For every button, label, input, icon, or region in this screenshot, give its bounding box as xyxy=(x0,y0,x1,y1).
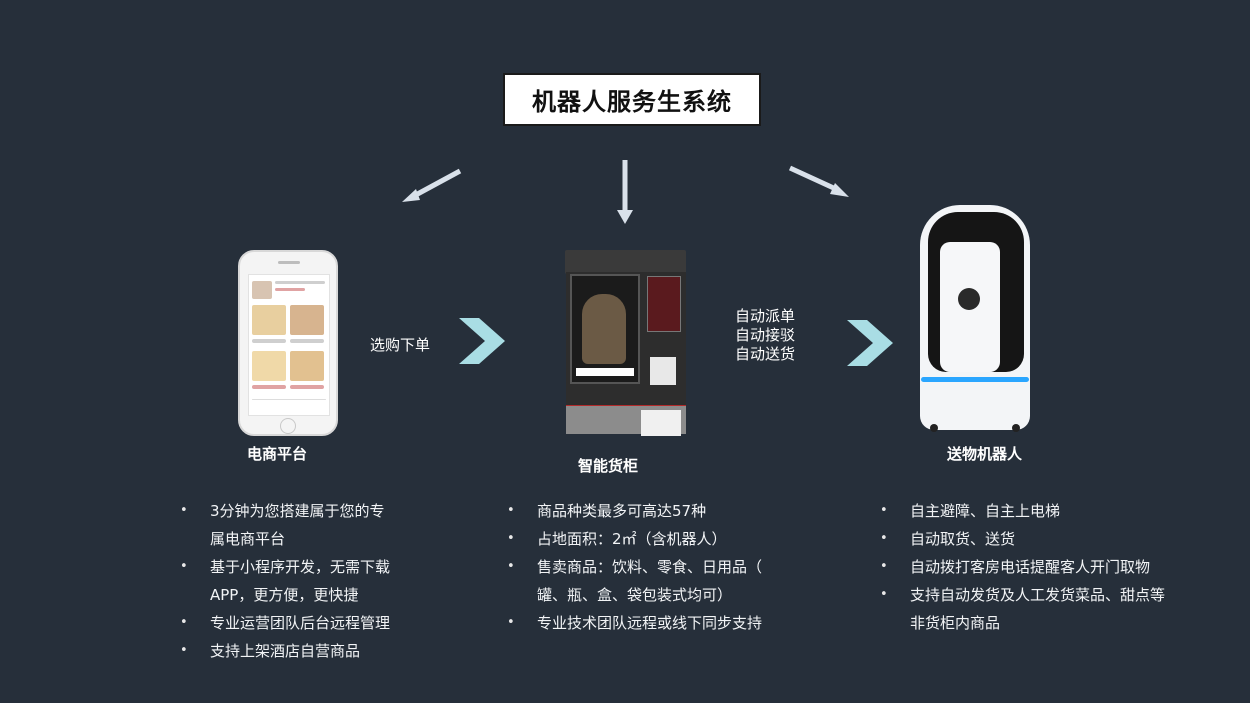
feature-item: 基于小程序开发，无需下载 xyxy=(180,553,440,581)
arrow-icon xyxy=(402,168,462,202)
chevron-right-icon xyxy=(459,318,505,364)
feature-item: 售卖商品：饮料、零食、日用品（ xyxy=(507,553,797,581)
feature-item: 专业运营团队后台远程管理 xyxy=(180,609,440,637)
feature-item: 自动拨打客房电话提醒客人开门取物 xyxy=(880,553,1200,581)
system-title: 机器人服务生系统 xyxy=(503,73,761,126)
feature-item: 自动取货、送货 xyxy=(880,525,1200,553)
smartphone-icon xyxy=(238,250,338,436)
arrow-right-down xyxy=(786,162,852,202)
chevron-right-icon xyxy=(847,320,893,366)
feature-item: 占地面积：2㎡（含机器人） xyxy=(507,525,797,553)
flow-label-line: 自动送货 xyxy=(735,345,796,363)
feature-item: 支持上架酒店自营商品 xyxy=(180,637,440,665)
node-caption-cabinet: 智能货柜 xyxy=(578,457,639,475)
flow-label-line: 自动接驳 xyxy=(735,326,796,344)
node-caption-robot: 送物机器人 xyxy=(947,445,1023,463)
feature-item: 罐、瓶、盒、袋包装式均可） xyxy=(537,586,733,604)
flow-label-dispatch: 自动派单 自动接驳 自动送货 xyxy=(735,307,795,364)
flow-label-line: 自动派单 xyxy=(735,307,796,325)
feature-item: 自主避障、自主上电梯 xyxy=(880,497,1200,525)
feature-item: 属电商平台 xyxy=(210,530,286,548)
feature-item: 非货柜内商品 xyxy=(910,614,1001,632)
arrow-left-down xyxy=(398,165,464,205)
arrow-icon xyxy=(617,160,633,224)
arrow-down xyxy=(615,158,635,226)
feature-list-robot: 自主避障、自主上电梯自动取货、送货自动拨打客房电话提醒客人开门取物支持自动发货及… xyxy=(880,497,1200,637)
arrow-icon xyxy=(788,165,849,197)
flow-label-order: 选购下单 xyxy=(370,336,431,354)
node-caption-ecommerce: 电商平台 xyxy=(247,445,308,463)
feature-item: 支持自动发货及人工发货菜品、甜点等 xyxy=(880,581,1200,609)
feature-item: 商品种类最多可高达57种 xyxy=(507,497,797,525)
feature-item: 专业技术团队远程或线下同步支持 xyxy=(507,609,797,637)
feature-item: 3分钟为您搭建属于您的专 xyxy=(180,497,440,525)
feature-list-cabinet: 商品种类最多可高达57种占地面积：2㎡（含机器人）售卖商品：饮料、零食、日用品（… xyxy=(507,497,797,637)
feature-list-ecommerce: 3分钟为您搭建属于您的专属电商平台基于小程序开发，无需下载 APP，更方便，更快捷… xyxy=(180,497,440,665)
feature-item: APP，更方便，更快捷 xyxy=(210,586,359,604)
